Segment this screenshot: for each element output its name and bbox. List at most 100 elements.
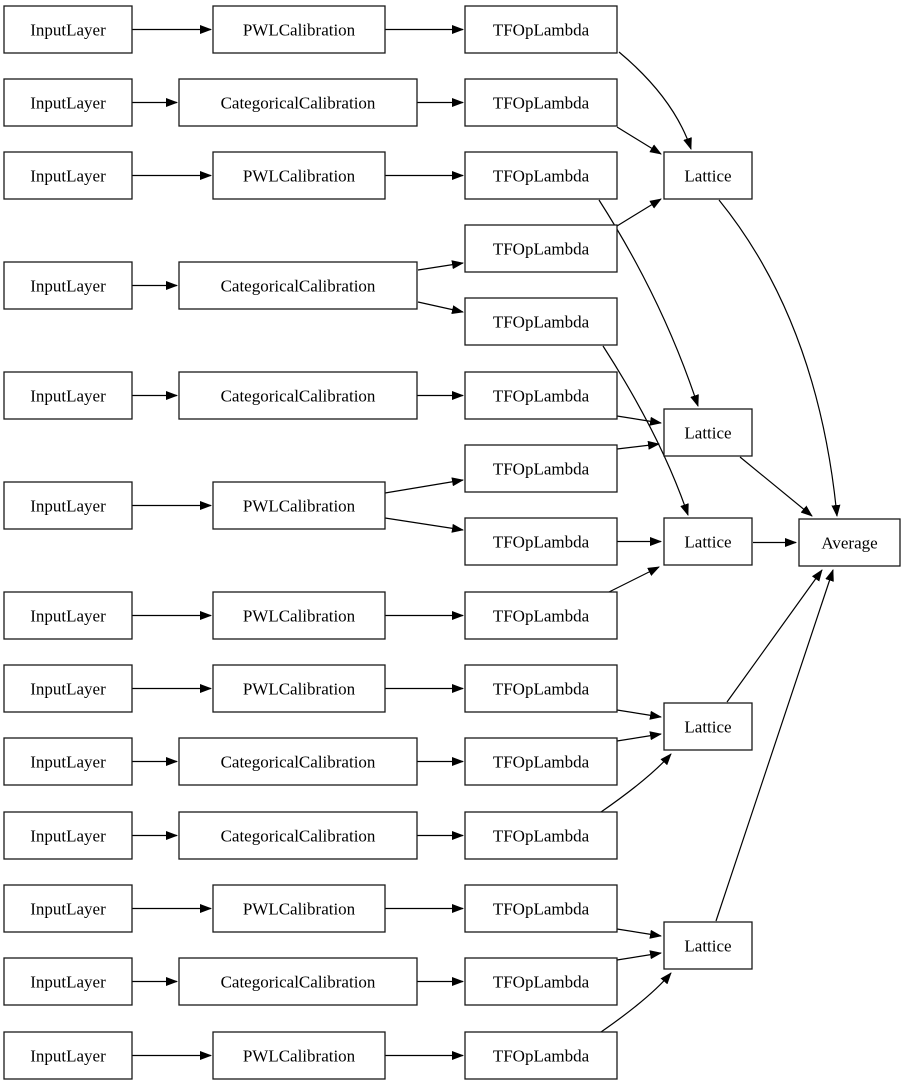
node-label-cal1: PWLCalibration: [243, 21, 356, 40]
node-box-cal6: [212, 481, 386, 530]
node-box-in10: [3, 811, 133, 860]
node-t1-tfop: TFOpLambda: [464, 5, 618, 54]
node-label-t5: TFOpLambda: [493, 313, 590, 332]
node-box-cal13: [212, 1031, 386, 1080]
node-label-lat4: Lattice: [684, 718, 731, 737]
node-box-t11: [464, 737, 618, 786]
node-box-t4: [464, 224, 618, 273]
node-cal8-pwl: PWLCalibration: [212, 664, 386, 713]
node-cal7-pwl: PWLCalibration: [212, 591, 386, 640]
node-lat2-lattice: Lattice: [663, 408, 753, 457]
node-in5-input: InputLayer: [3, 371, 133, 420]
node-box-cal8: [212, 664, 386, 713]
edge-lat2-to-avg: [739, 456, 813, 517]
node-label-lat5: Lattice: [684, 937, 731, 956]
node-cal5-cat: CategoricalCalibration: [178, 371, 418, 420]
edge-lat5-to-avg: [715, 569, 834, 922]
node-box-in12: [3, 957, 133, 1006]
node-box-avg: [798, 518, 901, 567]
node-label-in9: InputLayer: [30, 753, 106, 772]
node-label-avg: Average: [821, 534, 877, 553]
node-label-cal7: PWLCalibration: [243, 607, 356, 626]
node-label-t12: TFOpLambda: [493, 827, 590, 846]
edge-lat1-to-avg: [718, 199, 841, 517]
node-in9-input: InputLayer: [3, 737, 133, 786]
node-label-in13: InputLayer: [30, 1047, 106, 1066]
node-box-in1: [3, 5, 133, 54]
node-lat4-lattice: Lattice: [663, 702, 753, 751]
node-label-t6: TFOpLambda: [493, 387, 590, 406]
node-t6-tfop: TFOpLambda: [464, 371, 618, 420]
node-label-cal6: PWLCalibration: [243, 497, 356, 516]
node-t8-tfop: TFOpLambda: [464, 517, 618, 566]
node-box-cal3: [212, 151, 386, 200]
node-in6-input: InputLayer: [3, 481, 133, 530]
node-box-t13: [464, 884, 618, 933]
node-label-cal12: CategoricalCalibration: [221, 973, 376, 992]
edge-t2-to-lat1: [616, 126, 662, 155]
node-label-cal3: PWLCalibration: [243, 167, 356, 186]
node-label-t9: TFOpLambda: [493, 607, 590, 626]
node-box-t2: [464, 78, 618, 127]
node-cal3-pwl: PWLCalibration: [212, 151, 386, 200]
node-label-cal10: CategoricalCalibration: [221, 827, 376, 846]
node-box-in7: [3, 591, 133, 640]
node-label-lat3: Lattice: [684, 533, 731, 552]
node-box-cal4: [178, 261, 418, 310]
node-box-lat3: [663, 517, 753, 566]
node-t11-tfop: TFOpLambda: [464, 737, 618, 786]
node-cal10-cat: CategoricalCalibration: [178, 811, 418, 860]
node-in12-input: InputLayer: [3, 957, 133, 1006]
node-box-t3: [464, 151, 618, 200]
node-t5-tfop: TFOpLambda: [464, 297, 618, 346]
node-t3-tfop: TFOpLambda: [464, 151, 618, 200]
node-box-t1: [464, 5, 618, 54]
node-box-t7: [464, 444, 618, 493]
node-box-cal5: [178, 371, 418, 420]
node-label-t13: TFOpLambda: [493, 900, 590, 919]
node-label-t2: TFOpLambda: [493, 94, 590, 113]
node-box-t9: [464, 591, 618, 640]
node-in3-input: InputLayer: [3, 151, 133, 200]
node-cal13-pwl: PWLCalibration: [212, 1031, 386, 1080]
node-label-t8: TFOpLambda: [493, 533, 590, 552]
node-box-cal2: [178, 78, 418, 127]
node-in1-input: InputLayer: [3, 5, 133, 54]
edge-cal6-to-t7: [384, 477, 464, 494]
node-lat3-lattice: Lattice: [663, 517, 753, 566]
node-in4-input: InputLayer: [3, 261, 133, 310]
node-label-cal9: CategoricalCalibration: [221, 753, 376, 772]
node-cal12-cat: CategoricalCalibration: [178, 957, 418, 1006]
node-box-t12: [464, 811, 618, 860]
edge-lat4-to-avg: [726, 569, 823, 703]
node-label-in6: InputLayer: [30, 497, 106, 516]
node-t13-tfop: TFOpLambda: [464, 884, 618, 933]
node-lat1-lattice: Lattice: [663, 151, 753, 200]
node-label-cal2: CategoricalCalibration: [221, 94, 376, 113]
node-box-t15: [464, 1031, 618, 1080]
node-box-lat1: [663, 151, 753, 200]
node-cal11-pwl: PWLCalibration: [212, 884, 386, 933]
node-cal6-pwl: PWLCalibration: [212, 481, 386, 530]
node-avg-average: Average: [798, 518, 901, 567]
node-in10-input: InputLayer: [3, 811, 133, 860]
node-label-t11: TFOpLambda: [493, 753, 590, 772]
node-label-t3: TFOpLambda: [493, 167, 590, 186]
node-label-t7: TFOpLambda: [493, 460, 590, 479]
node-box-lat2: [663, 408, 753, 457]
node-box-cal1: [212, 5, 386, 54]
node-label-in12: InputLayer: [30, 973, 106, 992]
edge-t6-to-lat2: [616, 415, 662, 426]
node-cal2-cat: CategoricalCalibration: [178, 78, 418, 127]
node-label-t14: TFOpLambda: [493, 973, 590, 992]
node-box-cal10: [178, 811, 418, 860]
edge-t10-to-lat4: [616, 709, 662, 720]
node-label-cal13: PWLCalibration: [243, 1047, 356, 1066]
edge-t1-to-lat1: [618, 51, 692, 150]
node-label-t10: TFOpLambda: [493, 680, 590, 699]
edge-t11-to-lat4: [616, 731, 662, 742]
node-lat5-lattice: Lattice: [663, 921, 753, 970]
node-label-in2: InputLayer: [30, 94, 106, 113]
node-box-in6: [3, 481, 133, 530]
node-t4-tfop: TFOpLambda: [464, 224, 618, 273]
